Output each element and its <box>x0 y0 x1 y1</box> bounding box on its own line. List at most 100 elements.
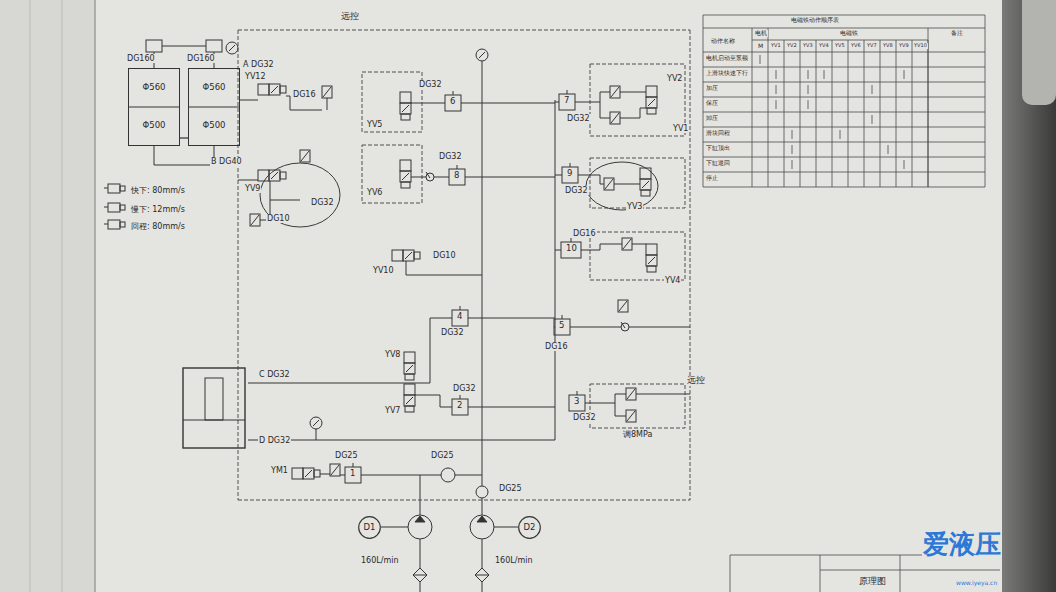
pipe-line <box>482 498 483 515</box>
pipe-line <box>465 177 555 178</box>
pipe-line <box>420 539 421 568</box>
solenoid-valve <box>646 86 657 97</box>
cartridge-pilot <box>457 165 458 169</box>
part-label: YV12 <box>244 72 267 81</box>
table-cell: 滑块回程 <box>705 130 731 137</box>
page-margin <box>0 0 95 592</box>
flow-arrow <box>405 252 412 259</box>
relief-arrow <box>323 87 331 97</box>
table-rule <box>985 15 986 187</box>
solenoid-valve <box>400 103 411 114</box>
solenoid-coil <box>401 182 410 188</box>
part-label: DG32 <box>418 80 443 89</box>
part-label: DG16 <box>292 90 317 99</box>
solenoid-valve <box>400 92 411 103</box>
flow-arrow <box>305 470 312 477</box>
tool-handle <box>1022 0 1056 105</box>
table-tick <box>824 70 825 79</box>
title-rule <box>900 555 901 592</box>
legend-icon <box>104 224 108 225</box>
pilot-group <box>362 145 422 203</box>
pump <box>408 515 432 539</box>
part-label: DG32 <box>438 152 463 161</box>
pipe-line <box>440 395 441 407</box>
cartridge-valve <box>449 169 465 185</box>
cartridge-valve <box>452 310 468 326</box>
part-label: DG32 <box>566 114 591 123</box>
flow-arrow <box>648 99 655 106</box>
pipe-line <box>600 244 622 245</box>
pipe-line <box>629 327 690 328</box>
table-rule <box>703 142 985 143</box>
cartridge-pilot <box>562 315 563 319</box>
table-tick <box>792 130 793 139</box>
pipe-line <box>461 103 555 104</box>
part-label: C DG32 <box>258 370 291 379</box>
callout-number: 2 <box>456 401 463 411</box>
pipe-line <box>415 395 440 396</box>
table-rule <box>703 112 985 113</box>
table-cell: M <box>757 43 764 50</box>
solenoid-valve <box>646 97 657 108</box>
table-tick <box>776 100 777 109</box>
table-cell: 停止 <box>705 175 719 182</box>
solenoid-coil <box>405 374 414 380</box>
cartridge-valve <box>554 319 570 335</box>
table-rule <box>703 82 985 83</box>
solenoid-valve <box>400 160 411 171</box>
lower-cylinder <box>183 368 245 448</box>
pipe-line <box>555 100 556 440</box>
pipe-line <box>581 250 600 251</box>
table-tick <box>840 130 841 139</box>
cartridge-valve <box>345 467 361 483</box>
pilot-group <box>590 232 685 280</box>
gauge-needle <box>479 52 485 58</box>
callout-number: 5 <box>558 321 565 331</box>
part-label: B DG40 <box>210 157 243 166</box>
solenoid-coil <box>280 172 286 179</box>
part-label: 远控 <box>340 12 360 22</box>
relief-valve <box>300 150 310 162</box>
pipe-line <box>600 92 610 93</box>
pilot-line <box>238 500 690 501</box>
relief-valve <box>610 86 620 98</box>
check-seat <box>621 322 625 328</box>
legend-icon <box>108 203 120 212</box>
table-rule <box>703 15 704 187</box>
legend-text: 快下: 80mm/s <box>130 186 186 195</box>
relief-arrow <box>251 215 259 225</box>
table-cell: 下缸退回 <box>705 160 731 167</box>
part-label: DG10 <box>432 251 457 260</box>
table-rule <box>768 28 769 187</box>
part-label: YV7 <box>384 406 401 415</box>
part-label: YV1 <box>672 124 689 133</box>
pipe-line <box>248 383 430 384</box>
cartridge-pilot <box>453 91 454 95</box>
part-label: DG32 <box>440 328 465 337</box>
frame-line <box>94 0 95 592</box>
cartridge-valve <box>445 95 461 111</box>
pipe-line <box>411 177 426 178</box>
part-label: YV9 <box>244 184 261 193</box>
table-tick <box>888 145 889 154</box>
table-cell: 电磁铁动作顺序表 <box>790 17 840 24</box>
relief-arrow <box>627 389 635 399</box>
pipe-line <box>340 475 345 476</box>
table-cell: YV2 <box>786 43 798 49</box>
part-label: DG10 <box>266 214 291 223</box>
pilot-line <box>238 30 690 31</box>
cartridge-pilot <box>353 463 354 467</box>
pipe-line <box>411 103 445 104</box>
margin-line <box>62 0 63 592</box>
table-rule <box>928 28 929 187</box>
sequence-table <box>703 15 985 187</box>
pipe-line <box>494 527 518 528</box>
part-label: DG160 <box>126 54 156 63</box>
pilot-group <box>590 384 685 428</box>
pilot-lines <box>238 30 690 500</box>
node-text: Φ560 <box>142 83 167 93</box>
pipe-line <box>636 394 690 395</box>
solenoid-valve <box>404 363 415 374</box>
